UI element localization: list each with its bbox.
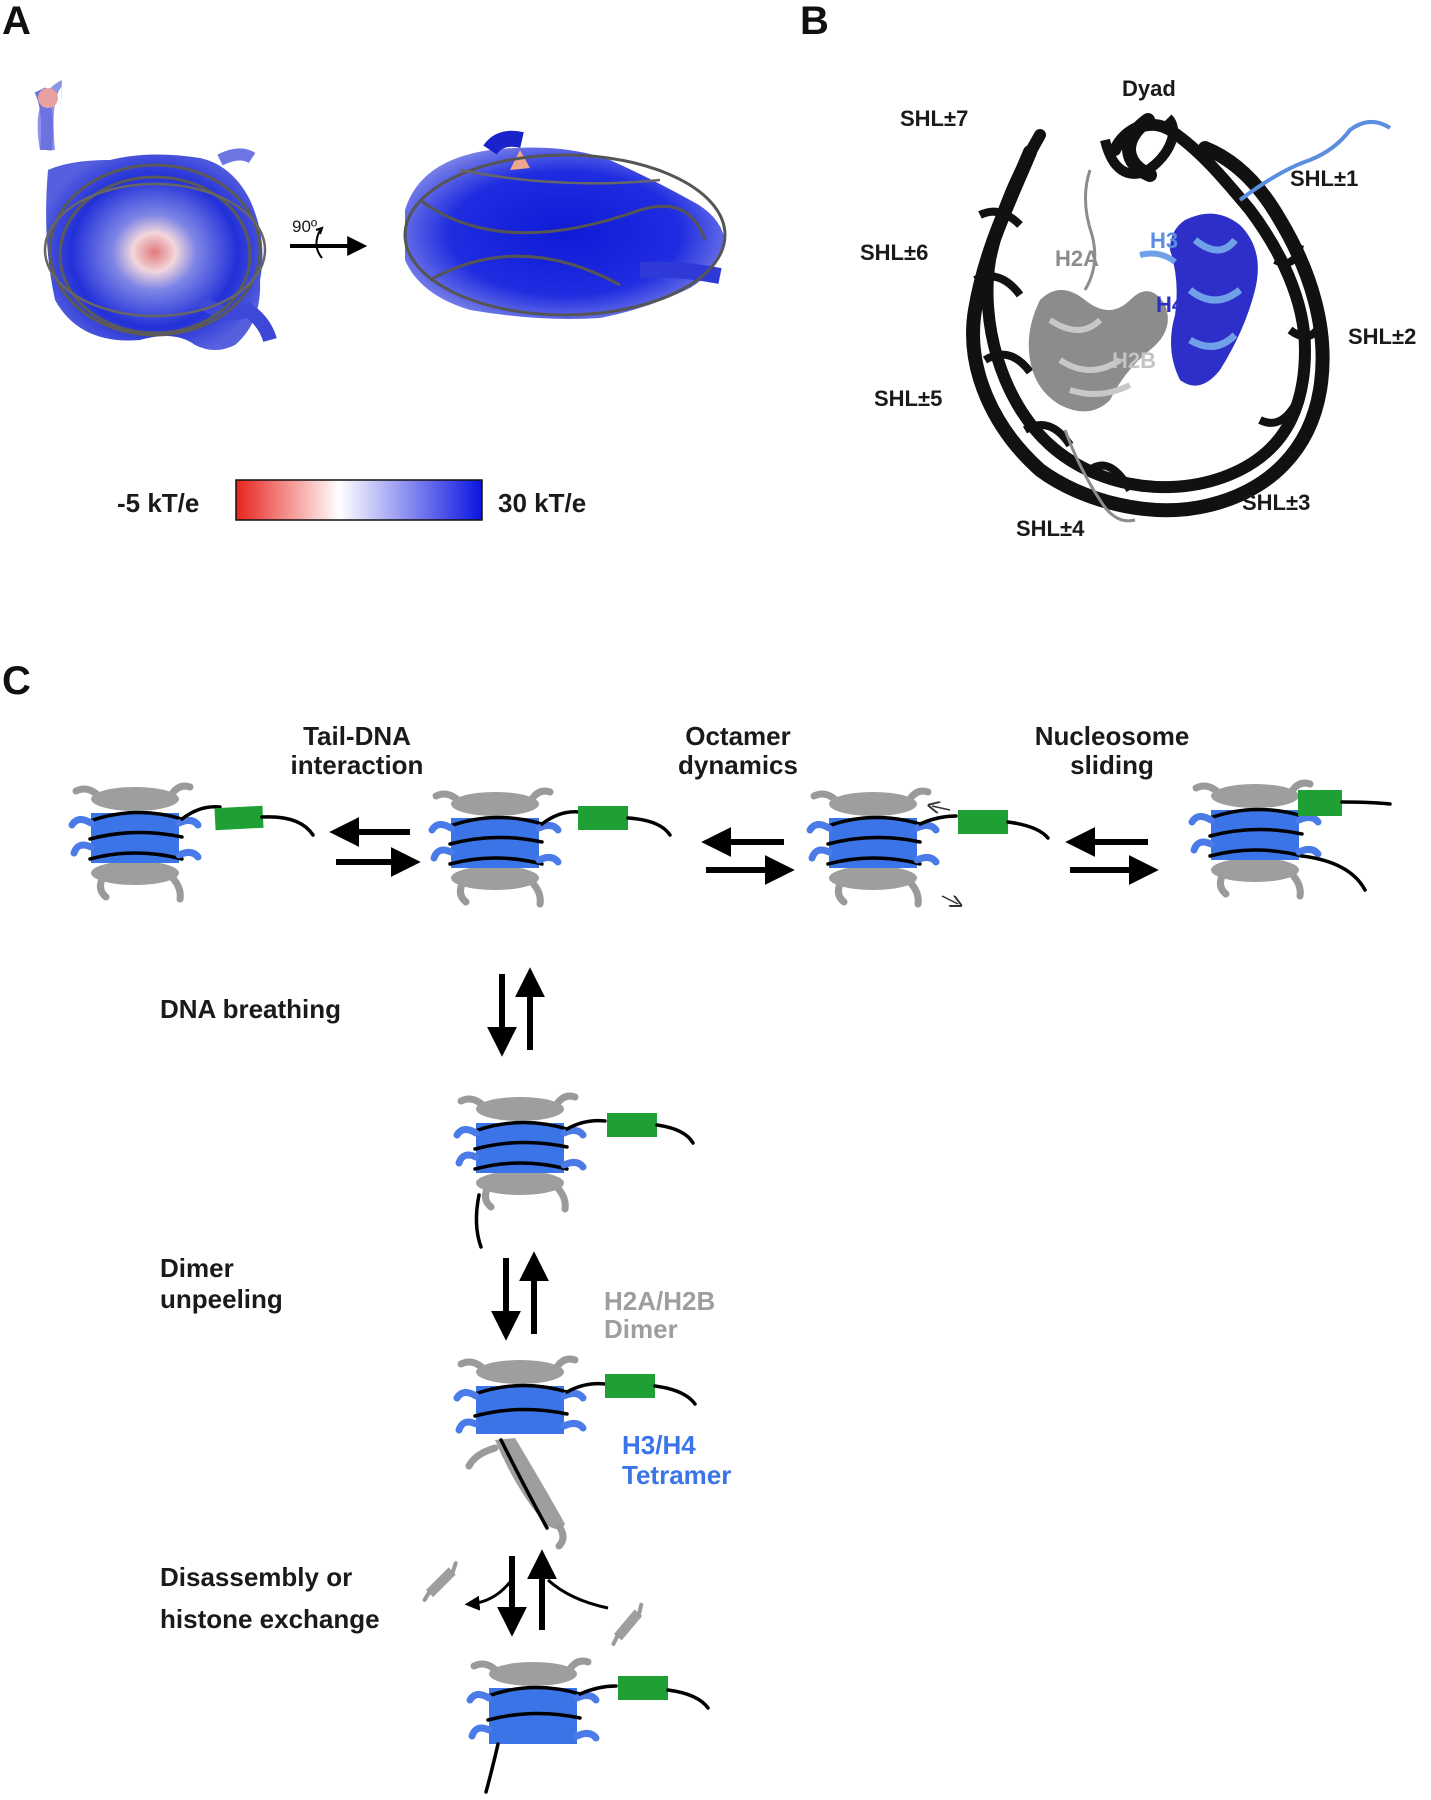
label-dna-breathing: DNA breathing [160, 994, 341, 1024]
label-unpeeling-line1: Dimer [160, 1253, 234, 1283]
released-dimer-right [611, 1602, 644, 1646]
dna-label-shl2: SHL±2 [1348, 324, 1416, 349]
nucleosome-dimer-unpeeled [453, 1355, 697, 1550]
equilibrium-arrows-disassembly [464, 1549, 609, 1637]
equilibrium-arrows-breathing [487, 967, 545, 1057]
dna-label-shl1: SHL±1 [1290, 166, 1358, 191]
label-octamer-line2: dynamics [678, 750, 798, 780]
equilibrium-arrows-tail-dna [329, 817, 421, 877]
nucleosome-slid [1192, 783, 1392, 896]
panel-b-letter: B [800, 0, 829, 43]
dna-label-shl6: SHL±6 [860, 240, 928, 265]
rotation-indicator: 90º [290, 217, 368, 259]
legend-tetramer-line1: H3/H4 [622, 1430, 696, 1460]
dna-label-shl7: SHL±7 [900, 106, 968, 131]
label-tail-dna-line1: Tail-DNA [303, 721, 411, 751]
legend-tetramer-line2: Tetramer [622, 1460, 731, 1490]
panel-c-letter: C [2, 659, 31, 703]
histone-label-h2b: H2B [1112, 348, 1156, 373]
nucleosome-tails-bound [72, 786, 315, 899]
electrostatic-surface-side-view [403, 130, 727, 319]
dna-superhelix [966, 113, 1330, 518]
equilibrium-arrows-sliding [1065, 827, 1159, 885]
released-dimer-left [422, 1561, 458, 1602]
electrostatic-surface-front-view [34, 80, 277, 350]
histone-h3-h4-ribbon [1139, 120, 1392, 386]
dna-label-dyad: Dyad [1122, 76, 1176, 101]
histone-label-h4: H4 [1156, 292, 1185, 317]
label-sliding-line2: sliding [1070, 750, 1154, 780]
legend-dimer-line1: H2A/H2B [604, 1286, 715, 1316]
label-disassembly-line2: histone exchange [160, 1604, 380, 1634]
dna-label-shl5: SHL±5 [874, 386, 942, 411]
label-tail-dna-line2: interaction [291, 750, 424, 780]
histone-h2a-h2b-ribbon [1028, 169, 1168, 523]
nucleosome-dna-breathing [457, 1096, 695, 1249]
color-scale-bar: -5 kT/e 30 kT/e [117, 479, 586, 521]
nucleosome-hexasome [466, 1657, 710, 1794]
label-octamer-line1: Octamer [685, 721, 791, 751]
scale-max-label: 30 kT/e [498, 488, 586, 518]
label-disassembly-line1: Disassembly or [160, 1562, 352, 1592]
histone-label-h3: H3 [1150, 228, 1178, 253]
histone-label-h2a: H2A [1055, 246, 1099, 271]
equilibrium-arrows-octamer [701, 827, 795, 885]
scale-gradient [235, 479, 483, 521]
dna-label-shl4: SHL±4 [1016, 516, 1085, 541]
equilibrium-arrows-unpeeling [491, 1251, 549, 1341]
panel-c: Tail-DNA interaction Octamer dynamics [72, 721, 1392, 1794]
legend-dimer-line2: Dimer [604, 1314, 678, 1344]
nucleosome-octamer-dynamics [810, 791, 1050, 904]
panel-b: Dyad SHL±1 SHL±2 SHL±3 SHL±4 SHL±5 SHL±6… [860, 76, 1416, 541]
panel-a-letter: A [2, 0, 31, 43]
panel-a: 90º -5 kT/e 30 kT/e [34, 80, 727, 521]
nucleosome-canonical [432, 791, 672, 904]
scale-min-label: -5 kT/e [117, 488, 199, 518]
dna-label-shl3: SHL±3 [1242, 490, 1310, 515]
label-sliding-line1: Nucleosome [1035, 721, 1190, 751]
label-unpeeling-line2: unpeeling [160, 1284, 283, 1314]
rotation-label: 90º [292, 217, 317, 236]
